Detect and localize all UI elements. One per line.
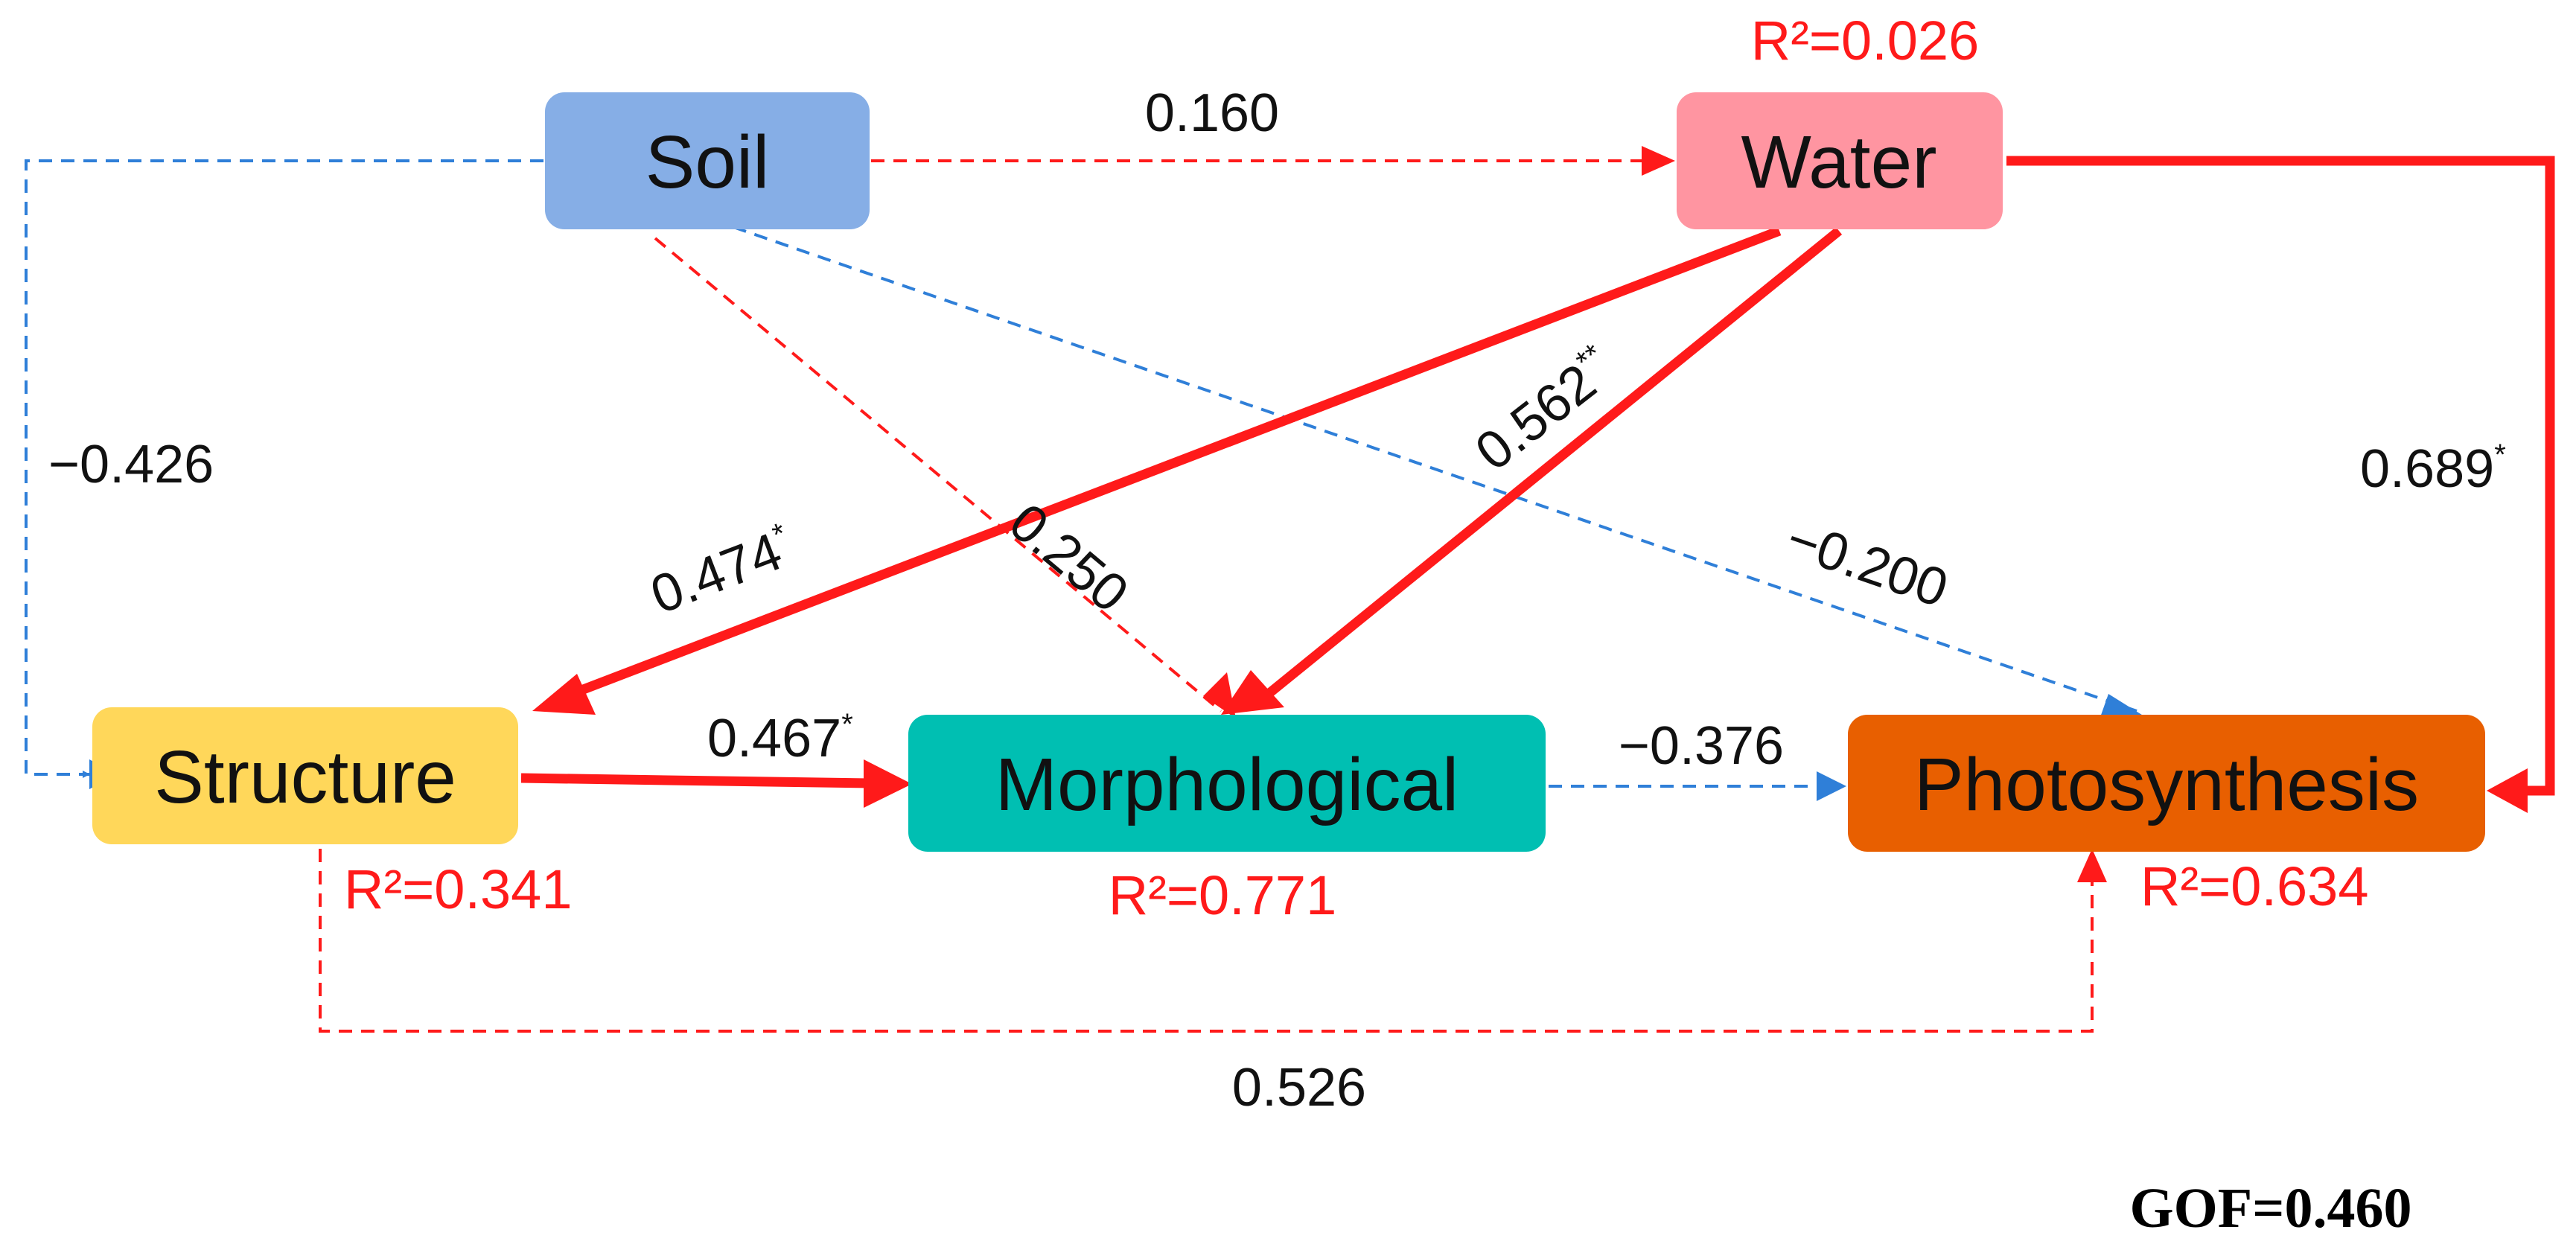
r2-structure: R²=0.341 [344, 858, 572, 920]
coef-water-photosynthesis: 0.689* [2360, 439, 2506, 499]
arrow-structure-to-morphological [520, 773, 872, 788]
arrow-water-to-structure [564, 226, 1782, 701]
node-morphological: Morphological [908, 715, 1546, 852]
arrowhead-structure-morphological [864, 759, 912, 808]
node-soil-box [545, 92, 870, 229]
coef-soil-structure: −0.426 [48, 435, 214, 494]
arrowhead-water-structure [532, 674, 596, 715]
arrowhead-morphological-photosynthesis [1817, 771, 1846, 801]
coef-water-structure: 0.474* [643, 517, 800, 625]
node-morphological-box [908, 715, 1546, 852]
arrow-soil-to-photosynthesis [733, 226, 2137, 713]
coef-water-photosynthesis-sig: * [2494, 439, 2506, 471]
coef-soil-photosynthesis: −0.200 [1779, 509, 1955, 619]
node-soil-label: Soil [645, 121, 770, 204]
arrow-soil-to-morphological [654, 237, 1222, 713]
node-structure: Structure [92, 707, 518, 844]
coef-soil-morphological: 0.250 [998, 492, 1139, 624]
arrowhead-water-photosynthesis [2487, 768, 2528, 813]
node-water-label: Water [1741, 121, 1937, 204]
node-water: Water [1677, 92, 2003, 229]
node-photosynthesis-box [1848, 715, 2485, 852]
arrowhead-soil-photosynthesis [2100, 694, 2144, 719]
coef-water-photosynthesis-value: 0.689 [2360, 439, 2494, 499]
arrowhead-water-morphological [1221, 670, 1284, 715]
r2-photosynthesis: R²=0.634 [2140, 855, 2368, 917]
arrow-structure-to-photosynthesis [319, 849, 2094, 1033]
arrow-water-to-photosynthesis [2006, 156, 2555, 796]
coef-water-morphological: 0.562** [1464, 338, 1625, 482]
arrowhead-structure-photosynthesis [2077, 849, 2107, 882]
coef-morphological-photosynthesis: −0.376 [1619, 716, 1784, 776]
node-photosynthesis: Photosynthesis [1848, 715, 2485, 852]
gof-label: GOF=0.460 [2130, 1177, 2412, 1240]
arrow-water-to-morphological [1262, 226, 1843, 701]
node-structure-box [92, 707, 518, 844]
arrowhead-soil-water [1642, 146, 1675, 176]
r2-morphological: R²=0.771 [1109, 864, 1336, 926]
coef-structure-photosynthesis: 0.526 [1232, 1058, 1366, 1118]
node-photosynthesis-label: Photosynthesis [1914, 743, 2419, 826]
coef-structure-morphological-sig: * [841, 708, 853, 741]
coef-structure-morphological-value: 0.467 [707, 709, 841, 768]
coef-water-structure-value: 0.474 [643, 522, 790, 625]
arrow-soil-to-structure [25, 159, 543, 778]
node-soil: Soil [545, 92, 870, 229]
node-morphological-label: Morphological [995, 743, 1459, 826]
r2-water: R²=0.026 [1751, 10, 1979, 71]
coef-soil-water: 0.160 [1145, 83, 1279, 143]
node-structure-label: Structure [154, 736, 456, 819]
coef-structure-morphological: 0.467* [707, 708, 853, 768]
node-water-box [1677, 92, 2003, 229]
